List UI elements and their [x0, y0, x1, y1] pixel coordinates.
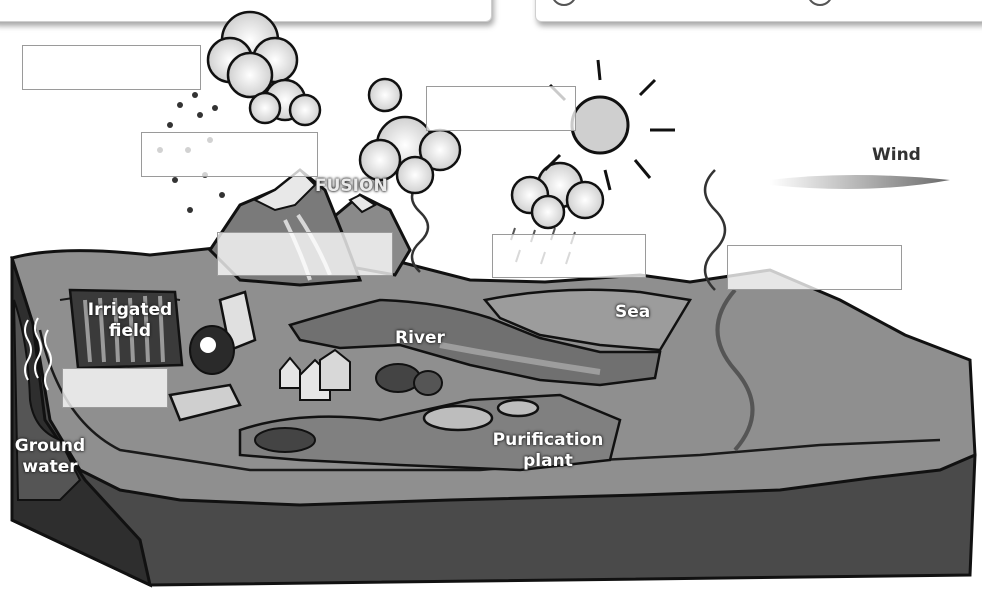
purification-tank-1 — [424, 406, 492, 430]
label-irrigated-field-text: Irrigated field — [88, 300, 172, 341]
answer-box-6[interactable] — [727, 245, 902, 290]
answer-box-1[interactable] — [22, 45, 201, 90]
wind-streak — [770, 175, 950, 189]
label-fusion: FUSION — [315, 176, 388, 197]
answer-box-7[interactable] — [62, 368, 168, 408]
label-river: River — [395, 328, 445, 349]
answer-box-2[interactable] — [141, 132, 318, 177]
label-ground-water: Ground water — [10, 436, 90, 478]
purification-tank-2 — [498, 400, 538, 416]
label-wind: Wind — [872, 145, 921, 166]
cloud-4 — [512, 163, 603, 228]
label-irrigated-field: Irrigated field — [80, 300, 180, 342]
answer-box-4[interactable] — [217, 232, 393, 276]
label-sea: Sea — [615, 302, 650, 323]
label-purification-plant: Purification plant — [488, 430, 608, 472]
answer-box-5[interactable] — [492, 234, 646, 278]
label-ground-water-text: Ground water — [15, 436, 85, 477]
label-purification-plant-text: Purification plant — [493, 430, 604, 471]
answer-box-3[interactable] — [426, 86, 576, 131]
